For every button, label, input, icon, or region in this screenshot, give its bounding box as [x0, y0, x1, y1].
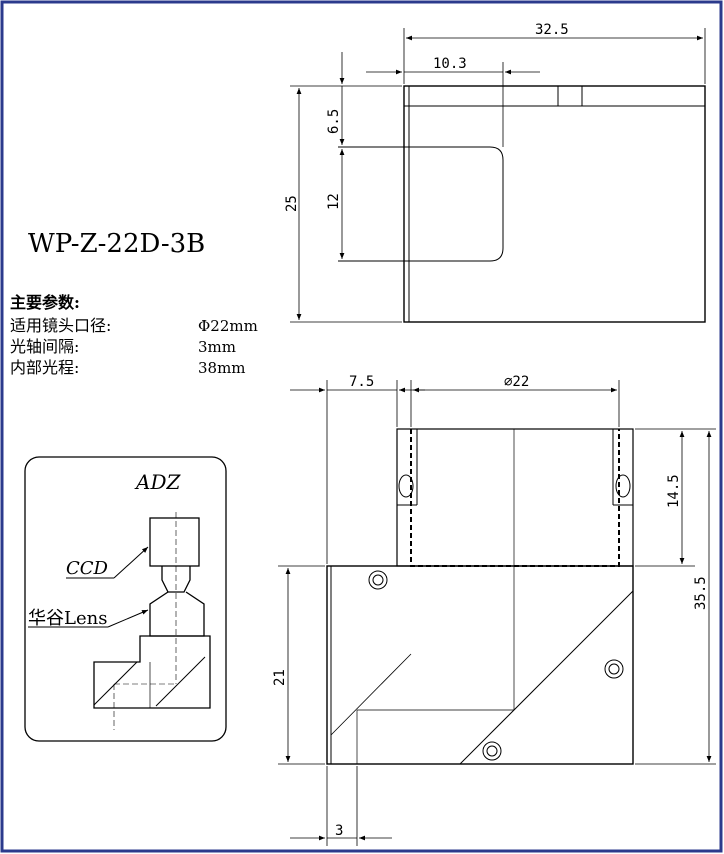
dim-top-offset: 10.3	[433, 56, 467, 72]
inset-diagram	[24, 456, 227, 742]
dim-top-h2: 12	[326, 193, 342, 210]
dim-bottom-upper: 14.5	[666, 474, 682, 508]
dim-bottom-gap: 3	[335, 823, 343, 839]
param-value-path: 38mm	[198, 359, 246, 377]
top-view	[338, 85, 706, 323]
dim-bottom-diameter: ∅22	[504, 374, 529, 390]
param-label-aperture: 适用镜头口径:	[10, 316, 111, 335]
param-value-aperture: Φ22mm	[198, 317, 258, 335]
param-value-axis: 3mm	[198, 338, 236, 356]
model-title: WP-Z-22D-3B	[28, 229, 205, 259]
bottom-dimensions	[278, 380, 716, 846]
dim-bottom-total: 35.5	[693, 576, 709, 610]
inset-ccd-label: CCD	[66, 558, 109, 579]
inset-brand: ADZ	[134, 470, 181, 494]
inset-lens-label: 华谷Lens	[28, 608, 107, 629]
param-label-axis: 光轴间隔:	[10, 337, 79, 356]
dim-top-total: 25	[284, 195, 300, 212]
dim-top-h1: 6.5	[326, 109, 342, 134]
dim-top-width: 32.5	[535, 22, 569, 38]
params-heading: 主要参数:	[10, 293, 80, 312]
top-dimensions	[290, 28, 706, 323]
bottom-view	[326, 428, 634, 765]
dim-bottom-lower: 21	[272, 669, 288, 686]
param-label-path: 内部光程:	[10, 358, 79, 377]
dim-bottom-left: 7.5	[349, 374, 374, 390]
